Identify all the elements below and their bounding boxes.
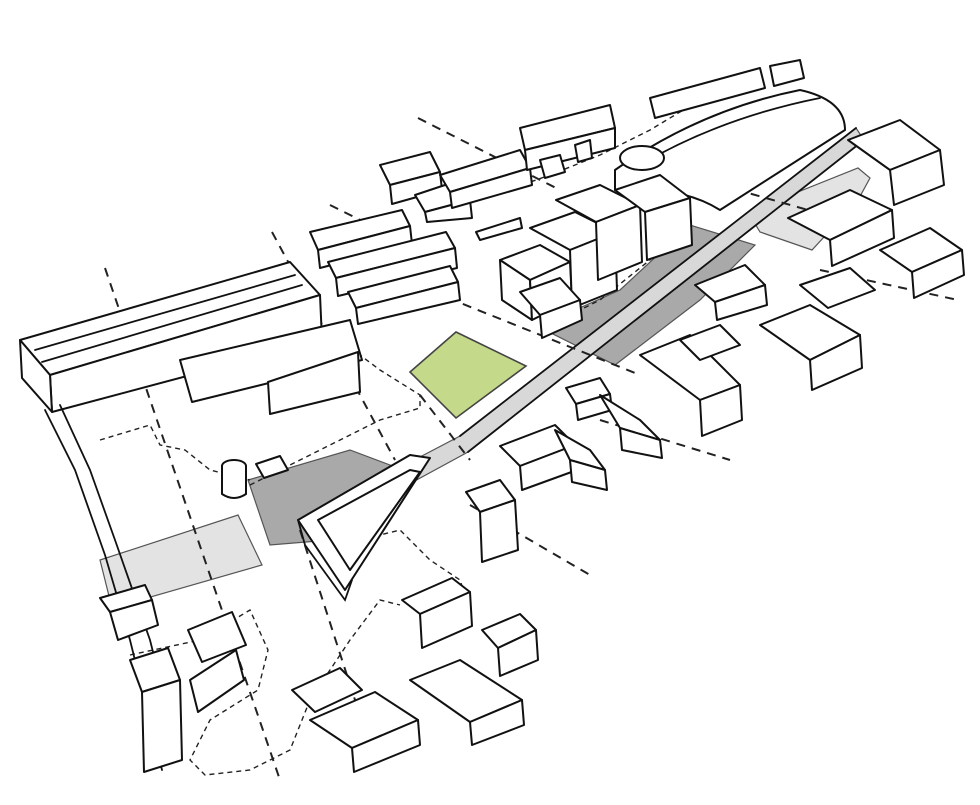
axis-3 [417,117,561,191]
station-canopy [614,89,846,211]
boundary-loop-south [129,599,401,776]
rotunda [619,145,665,171]
south-east-blocks [465,119,965,563]
boulevard-edge-north [459,127,857,437]
west-plaza [99,514,263,609]
tower-cluster [499,174,693,339]
boundary-loop-west [99,424,251,481]
axis-10 [419,394,471,461]
green-site-highlight [408,331,528,420]
north-row [309,59,805,325]
axis-1 [104,267,281,781]
water-tower [221,455,289,499]
axis-11 [299,529,356,701]
south-blocks [129,577,539,773]
triangular-building [297,454,431,602]
building-long-west [19,261,363,415]
boulevard-edge-south [467,139,865,453]
